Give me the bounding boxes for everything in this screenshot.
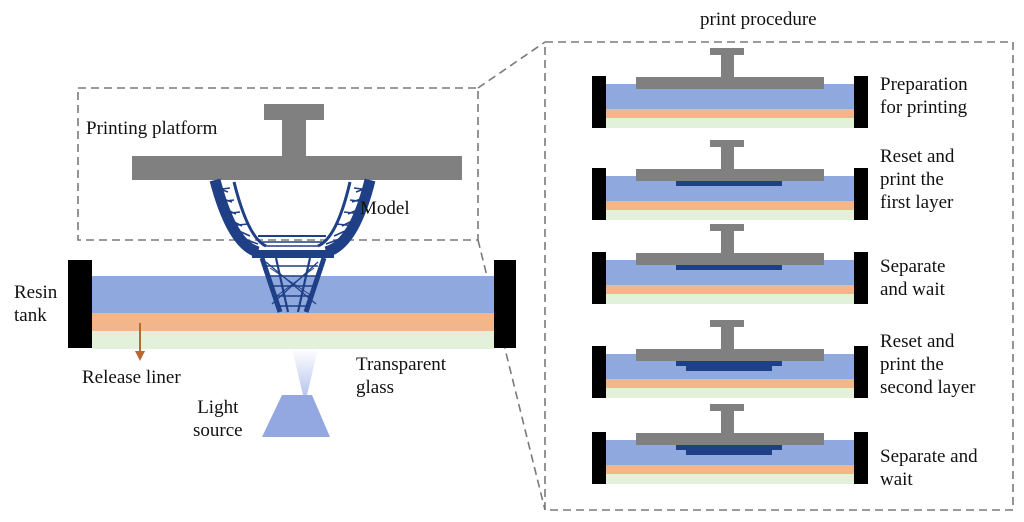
step-platform-stem <box>721 411 734 433</box>
procedure-step-3 <box>592 224 868 304</box>
step-platform-cap <box>710 224 744 231</box>
procedure-step-1 <box>592 48 868 128</box>
step-release-liner <box>606 465 854 474</box>
step-platform-plate <box>636 433 824 445</box>
step-platform-cap <box>710 48 744 55</box>
procedure-frame <box>544 41 1014 511</box>
step-tank-wall-left <box>592 76 606 128</box>
step-glass <box>606 294 854 304</box>
tank-wall-left <box>68 260 92 348</box>
step-platform-cap <box>710 320 744 327</box>
light-cone <box>262 395 330 437</box>
step-release-liner <box>606 379 854 388</box>
procedure-title: print procedure <box>700 9 817 30</box>
step-platform-plate <box>636 169 824 181</box>
resin-layer <box>92 276 494 313</box>
transparent-glass-label: Transparent glass <box>356 354 447 398</box>
step-glass <box>606 388 854 398</box>
light-source-label: Light source <box>193 397 243 441</box>
step-glass <box>606 210 854 220</box>
step-printed-layer-1 <box>676 361 782 366</box>
platform-label: Printing platform <box>86 118 218 139</box>
platform-stem <box>282 120 306 156</box>
step-platform-stem <box>721 231 734 253</box>
platform-plate <box>132 156 462 180</box>
step-tank-wall-right <box>854 76 868 128</box>
procedure-step-label-3: Separate and wait <box>880 256 946 300</box>
step-platform-stem <box>721 55 734 77</box>
zoom-frame <box>77 87 479 241</box>
step-glass <box>606 474 854 484</box>
release-liner-label: Release liner <box>82 367 181 388</box>
model-label: Model <box>360 198 410 219</box>
procedure-step-5 <box>592 404 868 484</box>
procedure-step-2 <box>592 140 868 220</box>
platform-cap <box>264 104 324 120</box>
step-tank-wall-left <box>592 432 606 484</box>
step-printed-layer-2 <box>686 450 772 455</box>
procedure-step-label-4: Reset and print the second layer <box>880 331 976 398</box>
release-liner-layer <box>92 313 494 331</box>
printing-platform <box>132 104 462 180</box>
step-printed-layer-1 <box>676 181 782 186</box>
procedure-step-label-2: Reset and print the first layer <box>880 146 955 213</box>
arrow-down-icon <box>135 323 145 361</box>
procedure-steps <box>592 48 868 484</box>
step-tank-wall-right <box>854 168 868 220</box>
procedure-step-label-1: Preparation for printing <box>880 74 968 118</box>
step-tank-wall-right <box>854 252 868 304</box>
step-platform-stem <box>721 327 734 349</box>
light-beam <box>292 349 318 395</box>
step-platform-cap <box>710 140 744 147</box>
zoom-connector-top <box>477 41 546 89</box>
step-printed-layer-2 <box>686 366 772 371</box>
step-glass <box>606 118 854 128</box>
step-printed-layer-1 <box>676 265 782 270</box>
step-platform-plate <box>636 77 824 89</box>
light-source-icon <box>262 349 330 437</box>
step-tank-wall-right <box>854 432 868 484</box>
step-tank-wall-left <box>592 252 606 304</box>
step-release-liner <box>606 201 854 210</box>
model-eiffel-tower-icon <box>209 178 376 313</box>
step-platform-stem <box>721 147 734 169</box>
procedure-step-4 <box>592 320 868 398</box>
resin-tank-label: Resin tank <box>14 282 58 326</box>
resin-tank <box>68 260 516 349</box>
step-printed-layer-1 <box>676 445 782 450</box>
step-release-liner <box>606 109 854 118</box>
step-tank-wall-left <box>592 168 606 220</box>
step-platform-cap <box>710 404 744 411</box>
glass-layer <box>92 331 494 349</box>
step-tank-wall-right <box>854 346 868 398</box>
tank-wall-right <box>494 260 516 348</box>
step-release-liner <box>606 285 854 294</box>
step-tank-wall-left <box>592 346 606 398</box>
step-platform-plate <box>636 349 824 361</box>
step-platform-plate <box>636 253 824 265</box>
procedure-step-label-5: Separate and wait <box>880 446 978 490</box>
